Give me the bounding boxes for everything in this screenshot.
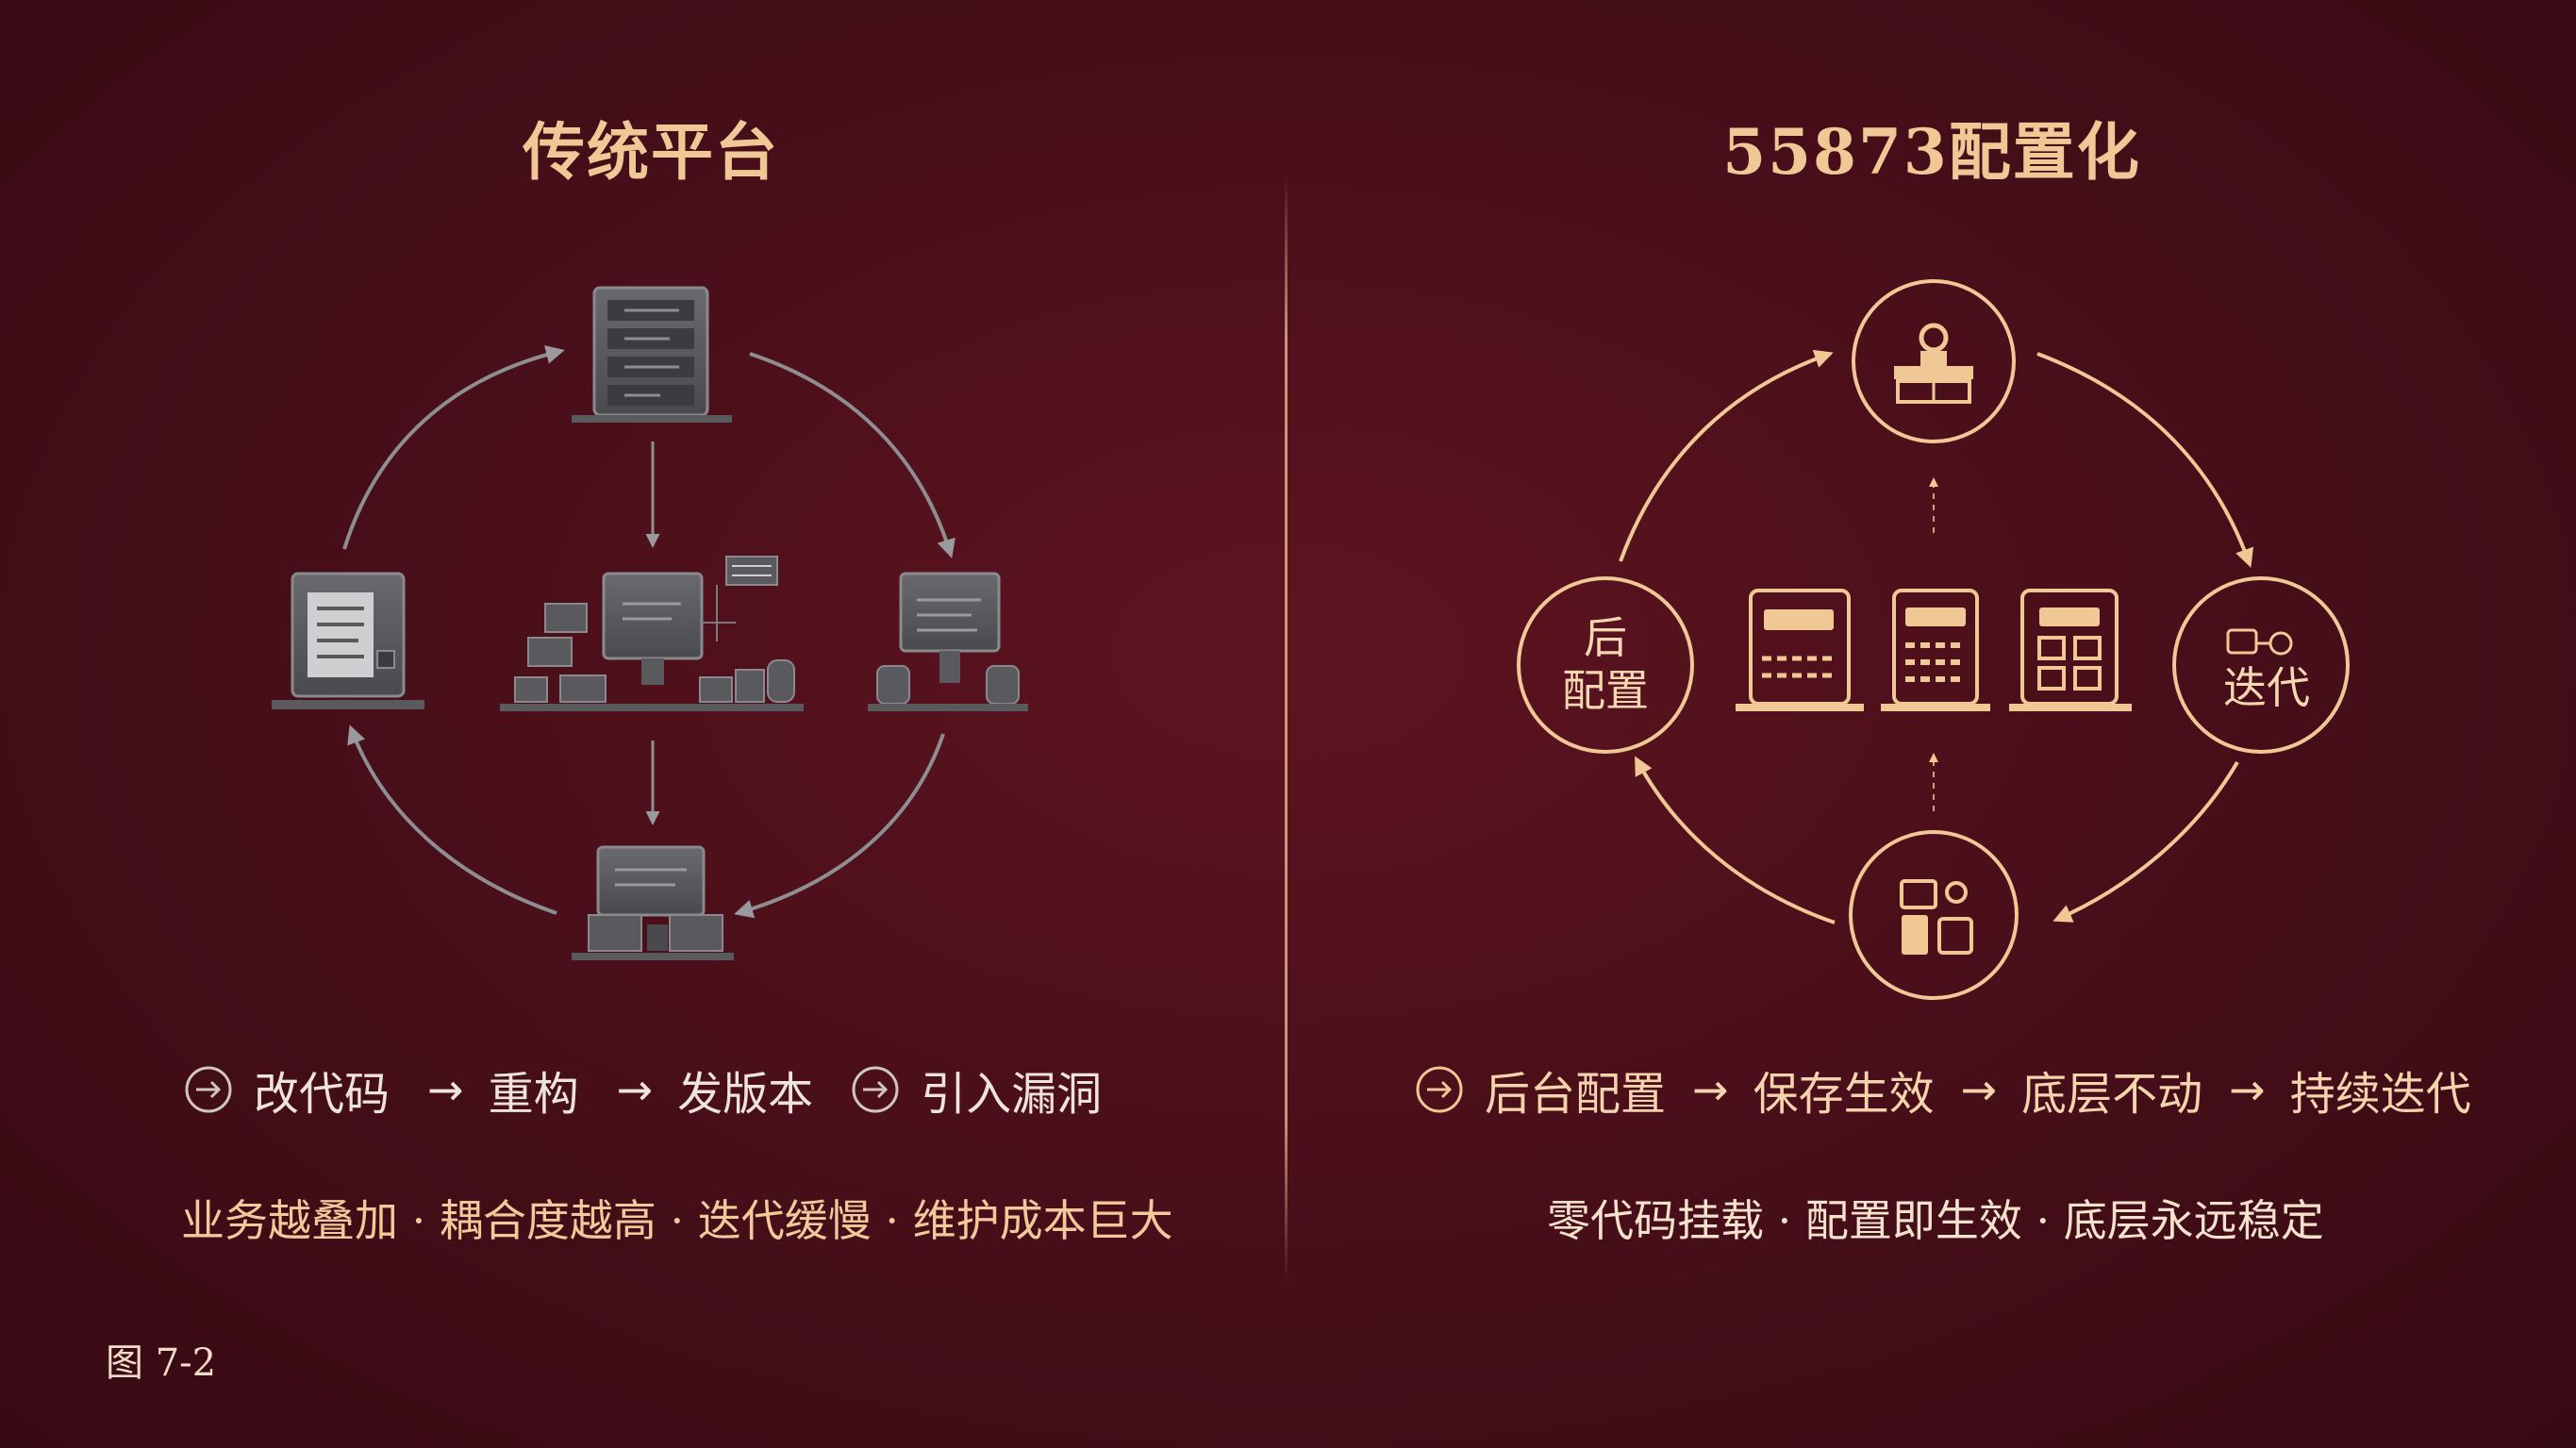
operator-icon	[1894, 323, 1973, 404]
right-flow-step-3: 底层不动	[2021, 1068, 2203, 1121]
left-flow-step-2: 重构	[488, 1068, 579, 1121]
right-cycle: 后 配置 迭代	[1517, 279, 2350, 1000]
left-flow: 改代码 → 重构 → 发版本 引入漏洞	[184, 1057, 1102, 1123]
right-flow-step-2: 保存生效	[1753, 1068, 1935, 1121]
config-node: 后 配置	[1517, 576, 1694, 754]
document-monitor-icon	[272, 572, 424, 709]
right-arrow-icon: →	[2229, 1064, 2266, 1115]
right-summary: 零代码挂载 · 配置即生效 · 底层永远稳定	[1547, 1195, 2324, 1246]
cycle-arrow-left-top	[342, 345, 565, 550]
figure-caption: 图 7-2	[106, 1341, 217, 1385]
devices-node	[1849, 830, 2019, 1000]
cycle-arrow-gold-right-bottom	[2052, 760, 2239, 923]
left-flow-step-3: 发版本	[677, 1068, 814, 1121]
left-flow-step-1: 改代码	[254, 1068, 391, 1121]
right-arrow-icon: →	[427, 1064, 464, 1115]
cycle-arrow-gold-left-top	[1619, 349, 1834, 562]
circle-arrow-icon	[185, 1066, 232, 1113]
config-device-2-icon	[1881, 589, 1990, 711]
config-device-3-icon	[2009, 589, 2132, 711]
circle-arrow-icon	[1416, 1066, 1463, 1113]
hardware-stack-icon	[572, 845, 734, 960]
right-arrow-icon: →	[1960, 1064, 1998, 1115]
config-node-label-bottom: 配置	[1562, 665, 1649, 716]
right-arrow-icon: →	[1692, 1064, 1729, 1115]
cycle-arrow-gold-right-top	[2036, 352, 2254, 568]
cycle-arrow-left-bottom	[347, 724, 557, 915]
right-flow: 后台配置 → 保存生效 → 底层不动 → 持续迭代	[1415, 1057, 2471, 1123]
left-flow-step-4: 引入漏洞	[921, 1068, 1103, 1121]
config-node-label-top: 后	[1584, 612, 1627, 663]
server-rack-icon	[572, 286, 732, 423]
database-monitor-icon	[868, 572, 1028, 711]
cycle-arrow-right-top	[749, 352, 956, 558]
workstation-cluster-icon	[500, 556, 804, 711]
right-panel-title: 55873配置化	[1722, 115, 2141, 189]
devices-icon	[1900, 879, 1973, 955]
left-cycle	[272, 286, 1028, 960]
config-device-1-icon	[1736, 589, 1864, 711]
left-summary: 业务越叠加 · 耦合度越高 · 迭代缓慢 · 维护成本巨大	[181, 1195, 1173, 1246]
left-panel-title: 传统平台	[523, 115, 779, 189]
operator-node	[1852, 279, 2016, 443]
sync-icon	[2226, 628, 2293, 656]
iterate-node: 迭代	[2172, 576, 2350, 754]
cycle-arrow-right-bottom	[734, 733, 945, 919]
cycle-arrow-gold-left-bottom	[1635, 756, 1836, 924]
iterate-node-label: 迭代	[2223, 662, 2310, 713]
right-flow-step-1: 后台配置	[1485, 1068, 1667, 1121]
right-arrow-icon: →	[616, 1064, 654, 1115]
right-flow-step-4: 持续迭代	[2289, 1068, 2471, 1121]
circle-arrow-icon	[852, 1066, 899, 1113]
center-divider	[1285, 175, 1288, 1283]
